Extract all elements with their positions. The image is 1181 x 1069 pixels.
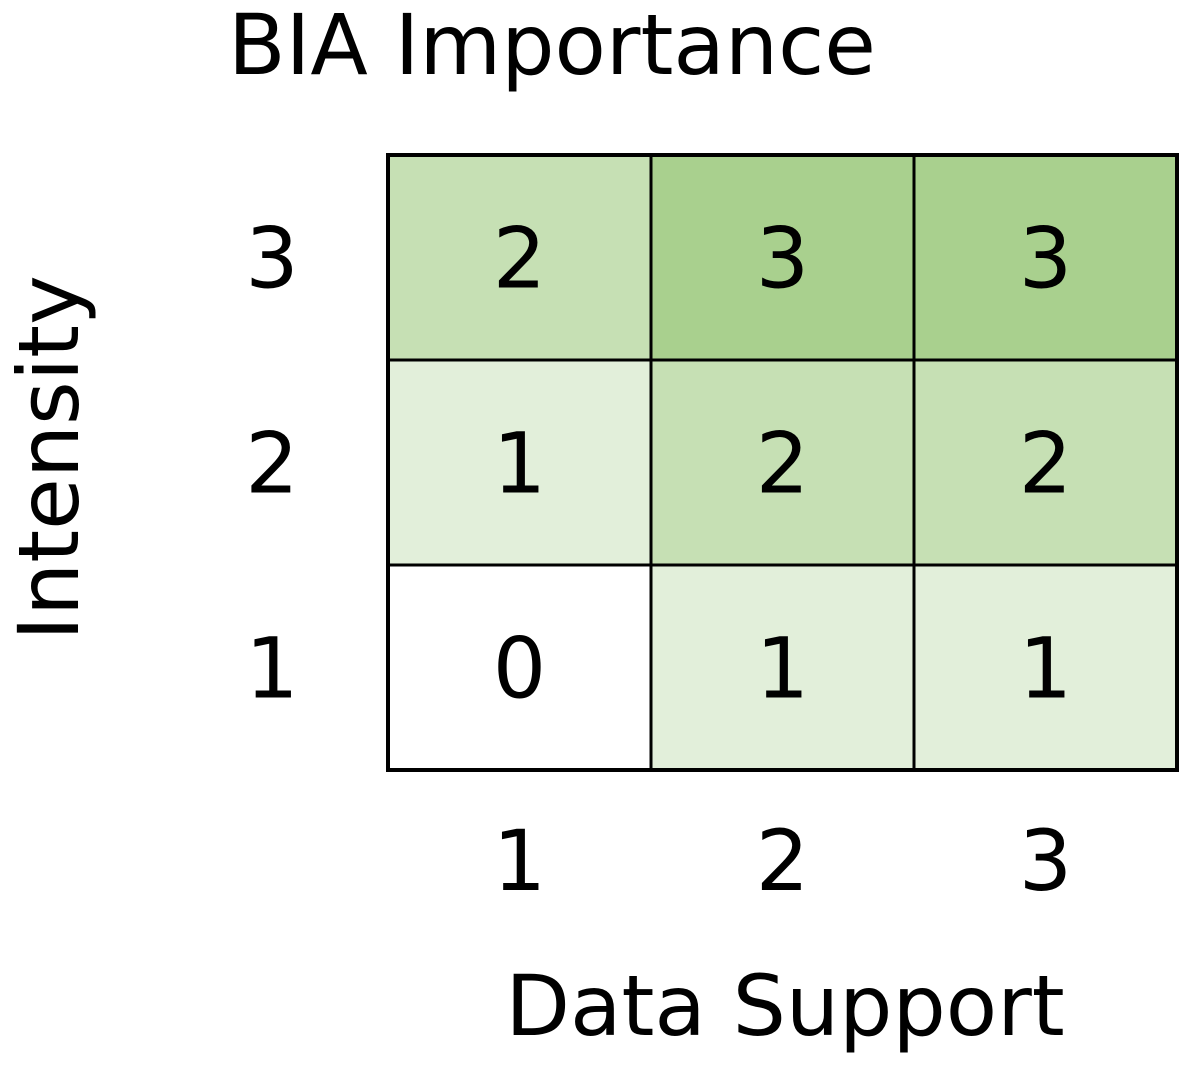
heatmap-cell	[386, 563, 653, 772]
heatmap-cell	[649, 358, 916, 567]
chart-title: BIA Importance	[228, 0, 876, 94]
heatmap-cell-labels: 0 1 1 1 2 2 2 3 3	[493, 210, 1072, 718]
heatmap-cell-value: 0	[493, 620, 546, 718]
heatmap-cell-value: 2	[493, 210, 546, 308]
y-axis-ticks: 1 2 3	[245, 210, 298, 718]
heatmap-cell	[649, 153, 916, 362]
heatmap-cell-value: 1	[493, 415, 546, 513]
heatmap-cells	[386, 153, 1179, 772]
heatmap-cell-value: 2	[1019, 415, 1072, 513]
x-tick-label: 2	[756, 812, 809, 910]
y-axis-label: Intensity	[0, 275, 98, 641]
y-tick-label: 2	[245, 415, 298, 513]
y-tick-label: 1	[245, 620, 298, 718]
heatmap-cell	[649, 563, 916, 772]
heatmap-cell	[386, 153, 653, 362]
x-axis-label: Data Support	[505, 957, 1064, 1055]
heatmap-cell-value: 3	[1019, 210, 1072, 308]
heatmap-cell-value: 1	[756, 620, 809, 718]
x-axis-ticks: 1 2 3	[493, 812, 1072, 910]
heatmap-cell	[912, 358, 1179, 567]
heatmap-cell-value: 3	[756, 210, 809, 308]
x-tick-label: 1	[493, 812, 546, 910]
heatmap-cell	[386, 358, 653, 567]
heatmap-cell-value: 2	[756, 415, 809, 513]
heatmap-cell-value: 1	[1019, 620, 1072, 718]
heatmap-cell	[912, 153, 1179, 362]
heatmap-border	[386, 153, 1179, 772]
y-tick-label: 3	[245, 210, 298, 308]
x-tick-label: 3	[1019, 812, 1072, 910]
